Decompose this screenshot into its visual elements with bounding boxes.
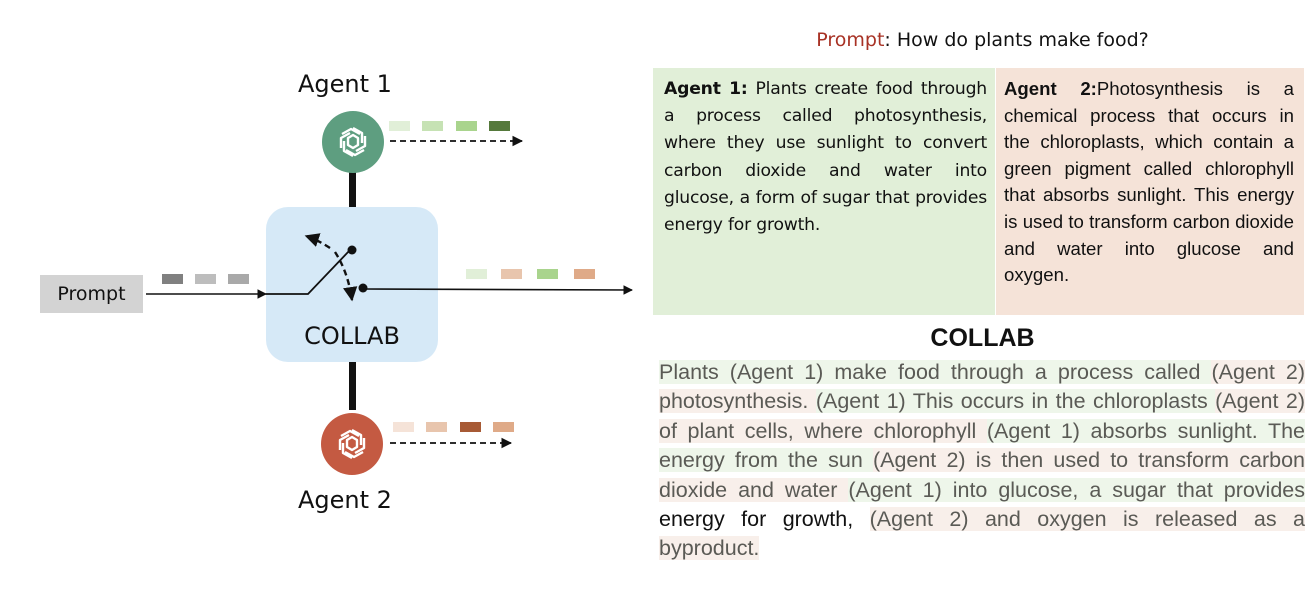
- output-arrow: [362, 285, 633, 295]
- token: [426, 422, 447, 432]
- prompt-box-label: Prompt: [57, 283, 126, 305]
- agent2-label: Agent 2: [298, 486, 392, 514]
- agent1-segment: (Agent 1) This occurs in the chloroplast…: [815, 389, 1216, 414]
- token: [162, 274, 183, 284]
- token: [393, 422, 414, 432]
- token: [456, 121, 477, 131]
- prompt-question: : How do plants make food?: [884, 29, 1149, 51]
- agent1-response-text: Plants create food through a process cal…: [664, 79, 988, 236]
- token: [501, 269, 522, 279]
- example-prompt: Prompt: How do plants make food?: [660, 29, 1305, 51]
- agent2-node: [321, 413, 383, 475]
- token: [489, 121, 510, 131]
- agent2-response-panel: Agent 2:Photosynthesis is a chemical pro…: [996, 68, 1304, 315]
- agent1-response-panel: Agent 1: Plants create food through a pr…: [653, 68, 995, 315]
- switch-contact-bottom: [358, 283, 368, 293]
- agent2-response-text: Photosynthesis is a chemical process tha…: [1004, 78, 1295, 286]
- agent1-connector: [349, 160, 356, 208]
- agent1-label: Agent 1: [298, 70, 392, 98]
- agent1-segment: Plants (Agent 1) make food through a pro…: [659, 360, 1212, 384]
- token: [422, 121, 443, 131]
- openai-logo-icon: [339, 126, 367, 158]
- token: [574, 269, 595, 279]
- token: [537, 269, 558, 279]
- collab-router-label: COLLAB: [304, 322, 400, 350]
- agent1-node: [322, 111, 384, 173]
- token: [466, 269, 487, 279]
- token: [493, 422, 514, 432]
- prompt-keyword: Prompt: [816, 29, 885, 51]
- openai-logo-icon: [338, 428, 366, 460]
- diagram-connectors: [349, 160, 356, 410]
- token: [228, 274, 249, 284]
- collab-output-paragraph: Plants (Agent 1) make food through a pro…: [659, 358, 1306, 564]
- prompt-box: Prompt: [40, 275, 143, 313]
- unattributed-segment: energy for growth,: [659, 507, 870, 532]
- token: [195, 274, 216, 284]
- token: [389, 121, 410, 131]
- agent1-response-label: Agent 1:: [664, 79, 748, 99]
- agent2-response-label: Agent 2:: [1004, 78, 1097, 99]
- agent1-segment: (Agent 1) into glucose, a sugar that pro…: [848, 477, 1306, 502]
- switch-contact-top: [347, 245, 357, 255]
- collab-router-box: [266, 207, 438, 362]
- agent2-connector: [349, 362, 356, 410]
- token: [460, 422, 481, 432]
- switch-diagram: [146, 135, 633, 449]
- collab-output-title: COLLAB: [930, 324, 1035, 352]
